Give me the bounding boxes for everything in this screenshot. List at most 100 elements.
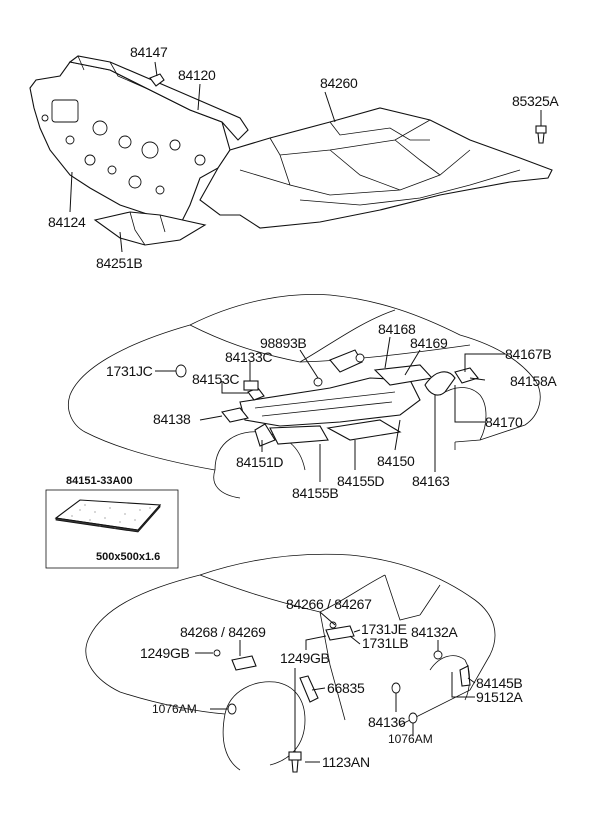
car2-body-outline <box>85 553 496 771</box>
leader-84150 <box>394 419 401 451</box>
dash-hole <box>51 99 79 123</box>
leader-84153c <box>221 381 248 394</box>
plug-1731jc <box>175 364 187 378</box>
callout-84167b: 84167B <box>505 346 551 362</box>
dash-bracket-edge <box>129 211 166 246</box>
pad-sheet-edge <box>55 503 161 533</box>
pad-sheet-size: 500x500x1.6 <box>96 551 160 563</box>
callout-84145b: 84145B <box>476 675 522 691</box>
pad-84155b-shape <box>269 425 329 445</box>
plug-84132a <box>433 650 443 660</box>
pad-84150-shape <box>239 377 421 427</box>
dash-hole <box>107 165 117 175</box>
pad-84133c <box>243 380 259 391</box>
dash-hole <box>84 154 96 166</box>
pad-84167b-shape <box>454 367 479 384</box>
car-body-plug-view: 84266 / 84267 84268 / 84269 1731JE 84132… <box>85 553 524 773</box>
callout-84158a: 84158A <box>510 373 557 389</box>
leader-84158a <box>469 377 486 381</box>
dash-hole <box>128 175 142 189</box>
dash-panel-edge <box>77 55 151 91</box>
leader-1249gb-b <box>305 635 327 650</box>
leader-66835 <box>311 687 326 691</box>
callout-84133c: 84133C <box>225 349 272 365</box>
car2-door-line <box>319 574 441 721</box>
plug-84136 <box>391 682 401 694</box>
callout-84168: 84168 <box>378 321 416 337</box>
leader-84169 <box>404 349 421 376</box>
callout-84155b: 84155B <box>292 485 338 501</box>
callout-1249gb-a: 1249GB <box>140 645 190 661</box>
leader-84260 <box>324 91 336 123</box>
car-body-outline <box>68 294 541 499</box>
leader-1731je <box>353 629 361 633</box>
dash-hole <box>41 114 49 122</box>
callout-1076am-b: 1076AM <box>388 732 433 746</box>
callout-84268-84269: 84268 / 84269 <box>180 624 266 640</box>
leader-84168 <box>384 336 391 369</box>
callout-84266-84267: 84266 / 84267 <box>286 596 372 612</box>
callout-84251b: 84251B <box>96 255 142 271</box>
callout-84151d: 84151D <box>236 454 283 470</box>
callout-84169: 84169 <box>410 335 448 351</box>
callout-84147: 84147 <box>130 44 168 60</box>
dash-bracket-shape <box>93 211 207 246</box>
callout-98893b: 98893B <box>260 335 306 351</box>
leader-98893b <box>299 349 319 379</box>
dash-hole <box>65 135 75 145</box>
pad-sheet-frame <box>45 489 179 569</box>
car2-front-wheel <box>224 681 306 766</box>
pad-84150-ribs <box>254 391 396 417</box>
leader-84124 <box>69 171 73 213</box>
leader-84120 <box>197 83 201 111</box>
callout-85325a: 85325A <box>512 93 559 109</box>
callout-91512a: 91512A <box>476 689 523 705</box>
callout-84136: 84136 <box>368 714 406 730</box>
callout-84163: 84163 <box>412 473 450 489</box>
callout-1076am-a: 1076AM <box>152 702 197 716</box>
dash-hole <box>141 141 159 159</box>
callout-84155d: 84155D <box>337 473 384 489</box>
callout-1731jc: 1731JC <box>106 363 153 379</box>
leader-84138 <box>199 415 223 421</box>
leader-84167b <box>464 353 505 372</box>
car-floor-pad-view: 98893B 84168 84169 84167B 84133C 1731JC … <box>68 294 558 501</box>
leader-84251b <box>119 231 123 253</box>
pad-84138-shape <box>221 407 249 423</box>
callout-84170: 84170 <box>485 414 523 430</box>
dash-hole <box>92 120 108 136</box>
pad-sheet-part-number: 84151-33A00 <box>66 475 133 487</box>
floor-tunnel <box>329 121 430 141</box>
dash-hole <box>194 154 206 166</box>
callout-84138: 84138 <box>153 411 191 427</box>
car2-rear-wheel <box>429 655 470 701</box>
callout-84124: 84124 <box>48 214 86 230</box>
callout-84260: 84260 <box>320 75 358 91</box>
callout-66835: 66835 <box>327 680 365 696</box>
leader-91512a <box>451 672 475 698</box>
callout-1249gb-b: 1249GB <box>280 650 330 666</box>
leader-84170 <box>454 385 485 423</box>
bolt-1249gb-a <box>213 649 221 657</box>
leader-84145b <box>467 677 476 684</box>
callout-84153c: 84153C <box>192 371 239 387</box>
pad-84168-shape <box>329 349 363 373</box>
leader-84266 <box>319 611 336 626</box>
floor-panel-assembly: 84147 84120 84260 85325A 84124 84251B <box>29 44 560 271</box>
car-roof-line <box>299 344 471 363</box>
pad-sheet-texture <box>71 504 151 529</box>
callout-84150: 84150 <box>377 453 415 469</box>
floor-covering-shape <box>199 107 553 229</box>
pad-84151d-shape <box>254 423 276 447</box>
pad-sheet-box: 84151-33A00 500x500x1.6 <box>45 475 179 569</box>
plug-84145b <box>459 665 471 687</box>
car-wheel-arch-rear <box>439 387 487 441</box>
plug-1076am-a <box>227 703 237 715</box>
pad-84155d-shape <box>326 419 402 441</box>
callout-84132a: 84132A <box>411 624 458 640</box>
bracket-66835 <box>299 675 319 703</box>
floor-covering-ridge <box>239 119 521 206</box>
callout-84120: 84120 <box>178 67 216 83</box>
dash-hole <box>118 135 132 149</box>
